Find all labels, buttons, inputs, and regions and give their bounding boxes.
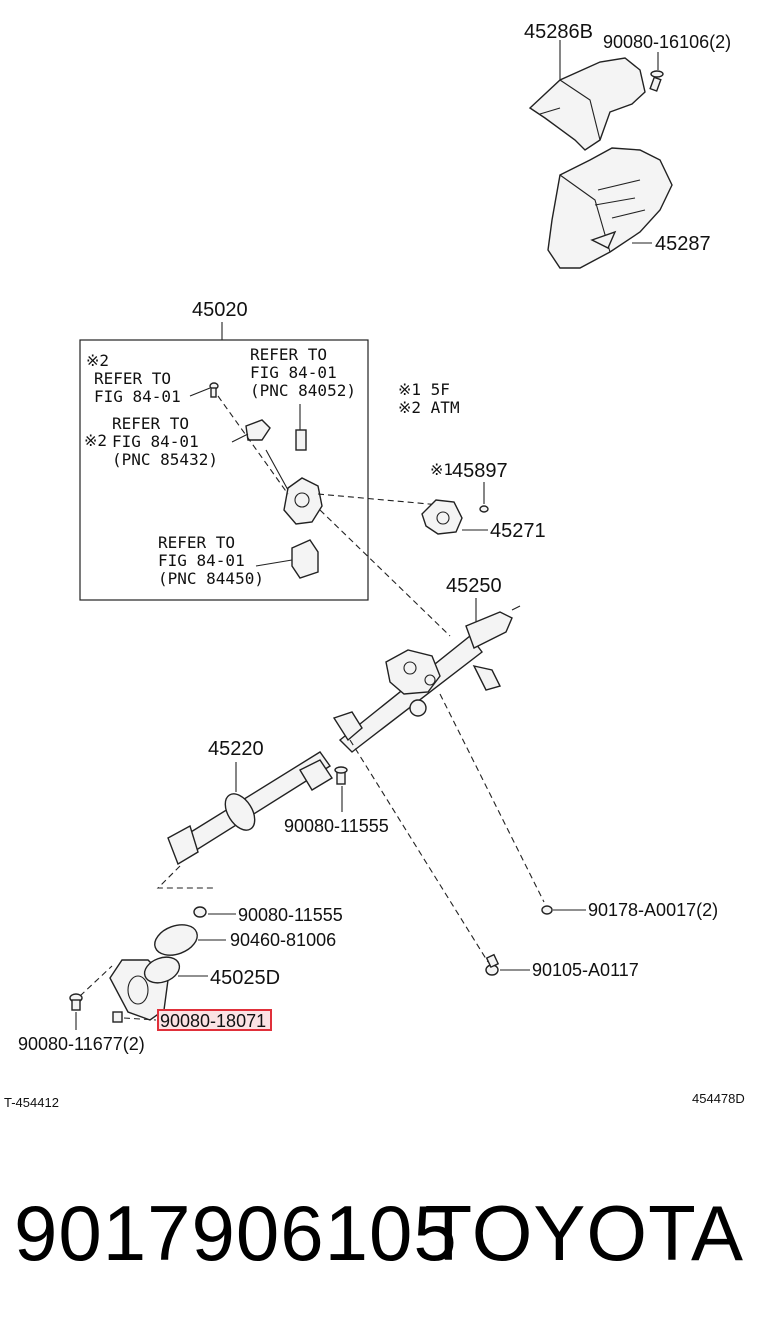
code-left: T-454412 xyxy=(4,1095,59,1110)
ref1-line1: REFER TO xyxy=(94,369,171,388)
label-45286b: 45286B xyxy=(524,21,593,43)
switch-84052[interactable] xyxy=(295,429,307,451)
label-45250: 45250 xyxy=(446,575,502,597)
nut-90080-18071[interactable] xyxy=(112,1011,123,1023)
label-45271: 45271 xyxy=(490,520,546,542)
boot-45025d[interactable] xyxy=(109,953,183,1021)
code-right: 454478D xyxy=(692,1091,745,1106)
label-90080-16106: 90080-16106(2) xyxy=(603,32,731,52)
bracket-45271[interactable] xyxy=(421,499,463,535)
brand-name: TOYOTA xyxy=(424,1189,744,1277)
box-screw[interactable] xyxy=(209,382,219,398)
bolt-90105[interactable] xyxy=(485,953,500,976)
bolt-90178[interactable] xyxy=(541,905,553,915)
ref3-mark: ※2 xyxy=(84,431,107,450)
part-number: 9017906105 xyxy=(14,1189,458,1277)
label-90178: 90178-A0017(2) xyxy=(588,900,718,920)
label-45897: 45897 xyxy=(452,460,508,482)
label-45025d: 45025D xyxy=(210,967,280,989)
ref3-line1: REFER TO xyxy=(112,414,189,433)
label-45287: 45287 xyxy=(655,233,711,255)
note-1: ※1 5F xyxy=(398,380,450,399)
clamp-90460[interactable] xyxy=(151,919,202,960)
ref2-line2: FIG 84-01 xyxy=(250,363,337,382)
bolt-90080-11677[interactable] xyxy=(69,993,83,1011)
mark-45897: ※1 xyxy=(430,460,453,479)
lock-cylinder-84450[interactable] xyxy=(291,539,319,579)
label-90080-18071[interactable]: 90080-18071 xyxy=(160,1011,266,1031)
footer: 9017906105 TOYOTA xyxy=(0,1180,760,1300)
label-90080-11555-a: 90080-11555 xyxy=(284,816,389,836)
ref3-line3: (PNC 85432) xyxy=(112,450,218,469)
ref4-line3: (PNC 84450) xyxy=(158,569,264,588)
label-90460: 90460-81006 xyxy=(230,930,336,950)
ref3-line2: FIG 84-01 xyxy=(112,432,199,451)
ref4-line1: REFER TO xyxy=(158,533,235,552)
screw-90080-16106[interactable] xyxy=(649,70,664,92)
ref1-mark: ※2 xyxy=(86,351,109,370)
label-45020: 45020 xyxy=(192,299,248,321)
note-2: ※2 ATM xyxy=(398,398,460,417)
steering-column[interactable] xyxy=(332,611,513,753)
label-90105: 90105-A0117 xyxy=(532,960,639,980)
key-interlock[interactable] xyxy=(245,419,271,441)
label-90080-11555-b: 90080-11555 xyxy=(238,905,343,925)
ref4-line2: FIG 84-01 xyxy=(158,551,245,570)
parts-diagram: 45286B 90080-16106(2) 45287 45020 ※2 REF… xyxy=(4,21,745,1110)
bolt-90080-11555-b[interactable] xyxy=(193,906,207,918)
intermediate-shaft[interactable] xyxy=(167,751,333,866)
bolt-90080-11555-a[interactable] xyxy=(334,766,348,785)
highlight-bg xyxy=(158,1010,271,1030)
ref2-line1: REFER TO xyxy=(250,345,327,364)
ref2-line3: (PNC 84052) xyxy=(250,381,356,400)
upper-column-cover[interactable] xyxy=(528,57,646,151)
ignition-lock-housing[interactable] xyxy=(283,477,323,525)
label-90080-11677: 90080-11677(2) xyxy=(18,1034,145,1054)
label-45220: 45220 xyxy=(208,738,264,760)
lower-column-cover[interactable] xyxy=(547,147,673,269)
assembly-box-45020 xyxy=(79,339,369,601)
bush-45897[interactable] xyxy=(479,505,489,513)
highlight-box xyxy=(157,1009,272,1031)
ref1-line2: FIG 84-01 xyxy=(94,387,181,406)
